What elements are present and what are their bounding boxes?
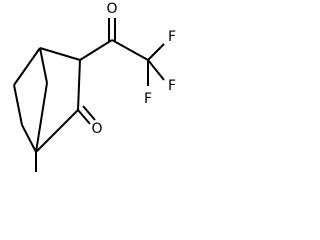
bond-c3-c8 xyxy=(79,39,113,61)
atom-label-o-acyl: O xyxy=(106,1,117,17)
atom-label-o-ring: O xyxy=(91,121,102,137)
bond-c7-c1 xyxy=(35,82,48,153)
atom-label-f3: F xyxy=(144,91,152,107)
bond-c8-c9 xyxy=(111,39,149,61)
bond-c4-c7 xyxy=(39,47,48,84)
chemical-structure-drawing: O O F F F xyxy=(13,1,176,172)
bond-c3-c2 xyxy=(77,59,81,111)
bond-c9-f1 xyxy=(147,43,165,61)
bond-c2-o-ring-b xyxy=(82,105,96,121)
atom-label-f2: F xyxy=(168,78,176,94)
bond-c4-c3 xyxy=(39,47,81,61)
bond-c1-c6 xyxy=(21,124,37,153)
atom-label-f1: F xyxy=(168,29,176,45)
bond-c2-o-ring-a xyxy=(77,109,91,125)
bond-c6-c5 xyxy=(13,84,23,126)
bond-c9-f2 xyxy=(147,59,165,81)
bond-c2-c1 xyxy=(35,109,79,153)
bond-c5-c4 xyxy=(13,47,41,86)
